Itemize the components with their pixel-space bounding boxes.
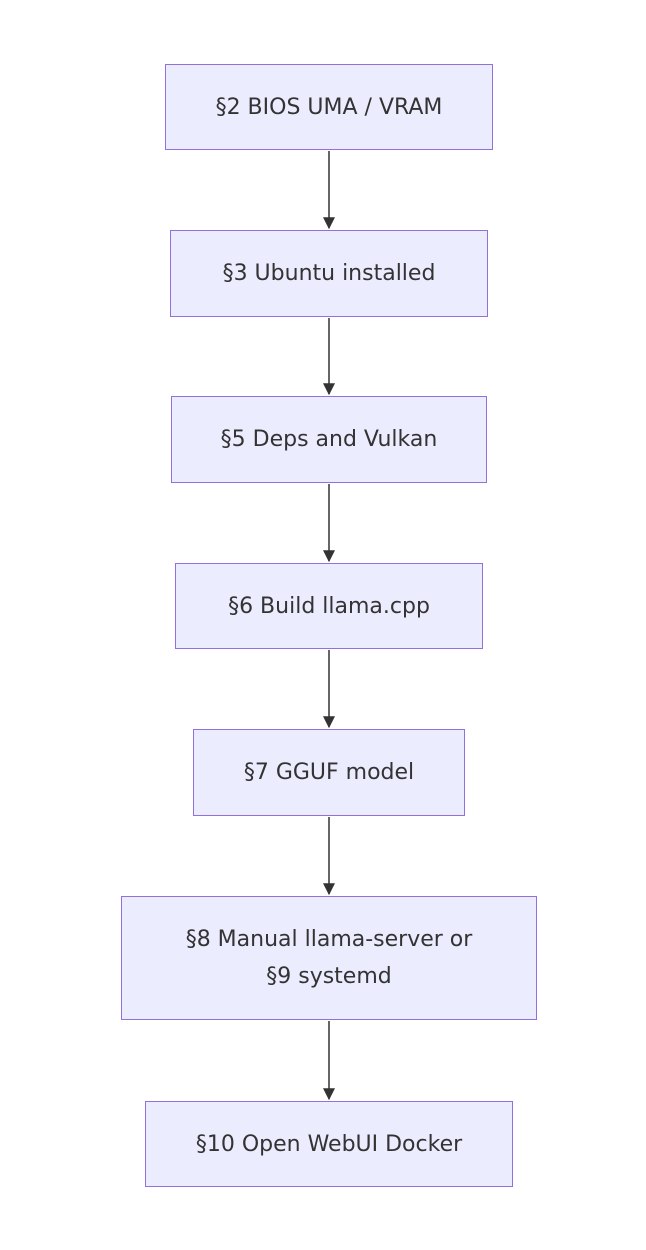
node-label: §7 GGUF model (243, 760, 415, 785)
node-label-line: §9 systemd (266, 964, 392, 989)
node-label: §10 Open WebUI Docker (195, 1131, 463, 1157)
node-label-line: §8 Manual llama-server or (185, 927, 473, 952)
node-label: §6 Build llama.cpp (228, 593, 430, 619)
node-label: §3 Ubuntu installed (222, 261, 436, 286)
node-deps-and-vulkan: §5 Deps and Vulkan (171, 396, 487, 483)
node-ubuntu-installed: §3 Ubuntu installed (170, 230, 488, 317)
node-llama-server-or-systemd: §8 Manual llama-server or §9 systemd (121, 896, 537, 1020)
node-build-llama-cpp: §6 Build llama.cpp (175, 563, 483, 649)
node-label: §2 BIOS UMA / VRAM (215, 94, 443, 120)
node-bios-uma-vram: §2 BIOS UMA / VRAM (165, 64, 493, 150)
node-gguf-model: §7 GGUF model (193, 729, 465, 816)
node-label-group: §8 Manual llama-server or §9 systemd (186, 921, 473, 995)
node-open-webui-docker: §10 Open WebUI Docker (145, 1101, 513, 1187)
node-label: §5 Deps and Vulkan (220, 427, 438, 452)
